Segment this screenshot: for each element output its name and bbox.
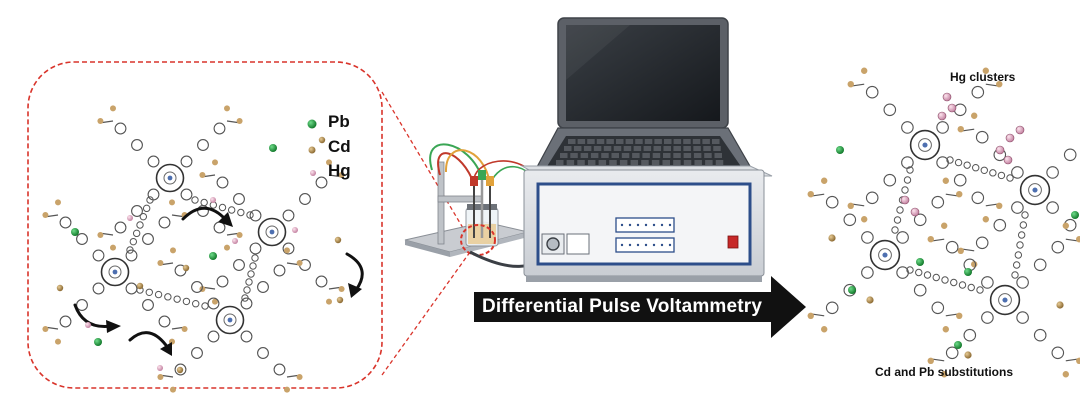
curved-arrow-4 xyxy=(128,331,170,350)
legend-cd-sphere xyxy=(308,146,316,154)
panel-indicator-dots xyxy=(620,223,672,247)
free-metal-ions xyxy=(56,136,344,374)
porphyrin-framework-left xyxy=(42,105,345,393)
zoom-inset-box xyxy=(27,61,383,389)
cell-highlight-circle xyxy=(460,224,496,256)
potentiostat xyxy=(520,165,773,282)
substitutions-label: Cd and Pb substitutions xyxy=(875,365,1013,379)
electrochemical-cell-stand xyxy=(404,143,541,257)
legend-pb-sphere xyxy=(307,119,317,129)
method-label: Differential Pulse Voltammetry xyxy=(482,296,763,317)
legend-label-cd: Cd xyxy=(328,137,351,156)
porphyrin-framework-right xyxy=(807,67,1080,378)
laptop xyxy=(528,17,760,186)
curved-arrow-2 xyxy=(345,252,364,292)
process-arrow xyxy=(474,276,806,338)
zoom-connector-lines xyxy=(381,91,471,376)
curved-arrow-1 xyxy=(181,206,228,222)
laptop-keyboard xyxy=(556,139,724,165)
legend-label-pb: Pb xyxy=(328,112,350,131)
legend-label-hg: Hg xyxy=(328,161,351,180)
arrow-heads xyxy=(106,212,362,356)
legend-hg-sphere xyxy=(310,170,316,176)
hg-clusters-label: Hg clusters xyxy=(950,70,1016,84)
